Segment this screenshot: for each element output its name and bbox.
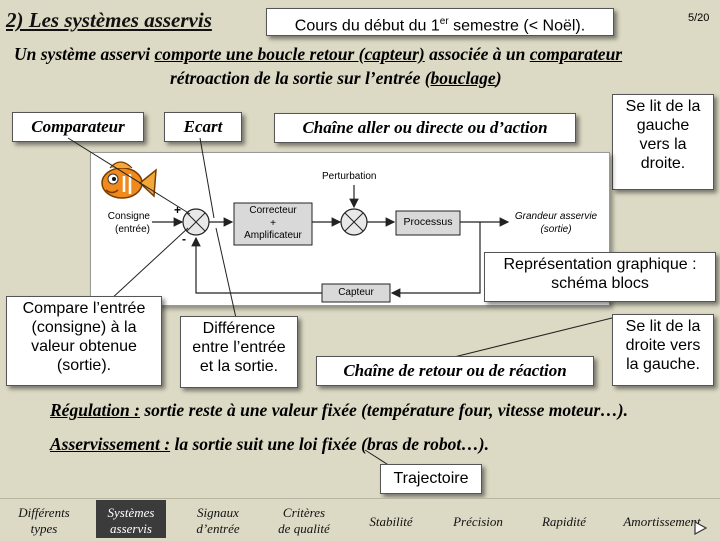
trajectoire-label: Trajectoire xyxy=(380,464,482,494)
course-info-box: Cours du début du 1er semestre (< Noël). xyxy=(266,8,614,36)
read-left-right-callout: Se lit de la gauche vers la droite. xyxy=(612,94,714,190)
grandeur-line: (sortie) xyxy=(540,224,572,235)
nav-label: Différents xyxy=(18,505,70,520)
nav-item-stabilite[interactable]: Stabilité xyxy=(356,514,426,530)
intro-text-d: comparateur xyxy=(529,44,623,64)
difference-line: et la sortie. xyxy=(199,358,279,375)
nav-label: asservis xyxy=(110,521,152,536)
difference-callout: Différence entre l’entrée et la sortie. xyxy=(180,316,298,388)
intro-text-f: bouclage xyxy=(430,68,496,88)
regulation-term: Régulation : xyxy=(50,400,140,420)
regulation-definition: Régulation : sortie reste à une valeur f… xyxy=(50,400,628,421)
compare-callout: Compare l’entrée (consigne) à la valeur … xyxy=(6,296,162,386)
fish-mascot-icon xyxy=(101,161,157,199)
callout-line: la gauche. xyxy=(626,356,700,373)
callout-line: Se lit de la xyxy=(625,98,701,115)
difference-line: Différence xyxy=(202,320,276,337)
course-text-post: semestre (< Noël). xyxy=(448,17,586,35)
consigne-label: Consigne (entrée) xyxy=(98,210,150,236)
grandeur-label: Grandeur asservie (sortie) xyxy=(508,210,604,236)
intro-line-2: rétroaction de la sortie sur l’entrée (b… xyxy=(170,68,502,89)
nav-label: d’entrée xyxy=(196,521,240,536)
regulation-text: sortie reste à une valeur fixée (tempéra… xyxy=(139,400,628,420)
comparateur-pointer xyxy=(67,137,191,215)
compare-line: Compare l’entrée xyxy=(22,300,146,317)
correcteur-line: + xyxy=(270,217,276,229)
correcteur-block xyxy=(233,202,313,246)
asservissement-term: Asservissement : xyxy=(50,434,171,454)
nav-label: Amortissement xyxy=(623,514,701,529)
droite-gauche-pointer xyxy=(449,317,613,359)
callout-line: droite. xyxy=(640,155,686,172)
intro-text-b: comporte une boucle retour (capteur) xyxy=(154,44,425,64)
correcteur-line: Correcteur xyxy=(249,205,297,216)
nav-label: types xyxy=(30,521,58,536)
nav-label: Systèmes xyxy=(107,505,155,520)
compare-line: (consigne) à la xyxy=(31,319,137,336)
page-number: 5/20 xyxy=(688,12,710,24)
processus-block xyxy=(395,210,461,236)
nav-item-signaux[interactable]: Signaux d’entrée xyxy=(180,505,256,537)
nav-item-amortissement[interactable]: Amortissement xyxy=(612,514,712,530)
callout-line: Se lit de la xyxy=(625,318,701,335)
nav-item-precision[interactable]: Précision xyxy=(442,514,514,530)
chaine-retour-label: Chaîne de retour ou de réaction xyxy=(316,356,594,386)
asservissement-text: la sortie suit une loi fixée (bras de ro… xyxy=(170,434,489,454)
perturbation-circle xyxy=(340,208,368,236)
correcteur-line: Amplificateur xyxy=(244,230,302,241)
grandeur-line: Grandeur asservie xyxy=(514,211,598,222)
nav-label: Critères xyxy=(282,505,326,520)
difference-line: entre l’entrée xyxy=(192,339,286,356)
nav-item-rapidite[interactable]: Rapidité xyxy=(530,514,598,530)
plus-sign: + xyxy=(174,203,182,217)
page-title: 2) Les systèmes asservis xyxy=(6,8,212,32)
callout-line: gauche xyxy=(636,117,690,134)
correcteur-label: Correcteur + Amplificateur xyxy=(234,205,312,243)
nav-item-systemes-asservis[interactable]: Systèmes asservis xyxy=(96,500,166,538)
intro-text-g: ) xyxy=(495,68,502,88)
nav-item-types[interactable]: Différents types xyxy=(4,505,84,537)
processus-label: Processus xyxy=(403,216,453,228)
consigne-line: (entrée) xyxy=(114,224,150,235)
chaine-aller-label: Chaîne aller ou directe ou d’action xyxy=(274,113,576,143)
intro-line-1: Un système asservi comporte une boucle r… xyxy=(14,44,622,65)
comparateur-label: Comparateur xyxy=(12,112,144,142)
consigne-line: Consigne xyxy=(107,211,150,222)
representation-callout: Représentation graphique : schéma blocs xyxy=(484,252,716,302)
trajectoire-pointer xyxy=(364,449,391,467)
capteur-label: Capteur xyxy=(338,287,374,298)
feedback-arrow-in xyxy=(390,222,481,298)
callout-line: vers la xyxy=(639,136,687,153)
comparator-circle xyxy=(182,208,210,236)
nav-item-criteres[interactable]: Critères de qualité xyxy=(266,505,342,537)
nav-label: Stabilité xyxy=(369,514,413,529)
nav-label: de qualité xyxy=(278,521,330,536)
compare-line: (sortie). xyxy=(56,357,112,374)
nav-label: Précision xyxy=(453,514,503,529)
course-text-pre: Cours du début du 1 xyxy=(294,17,440,35)
course-text-sup: er xyxy=(439,16,449,27)
feedback-arrow-out xyxy=(191,236,322,294)
difference-pointer xyxy=(215,227,237,319)
asservissement-definition: Asservissement : la sortie suit une loi … xyxy=(50,434,489,455)
read-right-left-callout: Se lit de la droite vers la gauche. xyxy=(612,314,714,386)
minus-sign: - xyxy=(182,232,186,246)
ecart-label: Ecart xyxy=(164,112,242,142)
perturbation-label: Perturbation xyxy=(322,171,377,182)
callout-line: droite vers xyxy=(625,337,701,354)
representation-line: schéma blocs xyxy=(551,275,649,292)
intro-text-a: Un système asservi xyxy=(14,44,155,64)
intro-text-c: associée à un xyxy=(424,44,530,64)
representation-line: Représentation graphique : xyxy=(503,256,697,273)
compare-pointer xyxy=(109,227,189,301)
nav-label: Signaux xyxy=(197,505,239,520)
nav-label: Rapidité xyxy=(541,514,587,529)
ecart-pointer xyxy=(199,137,215,219)
compare-line: valeur obtenue xyxy=(31,338,137,355)
intro-text-e: rétroaction de la sortie sur l’entrée ( xyxy=(170,68,431,88)
next-slide-icon[interactable] xyxy=(692,520,708,536)
